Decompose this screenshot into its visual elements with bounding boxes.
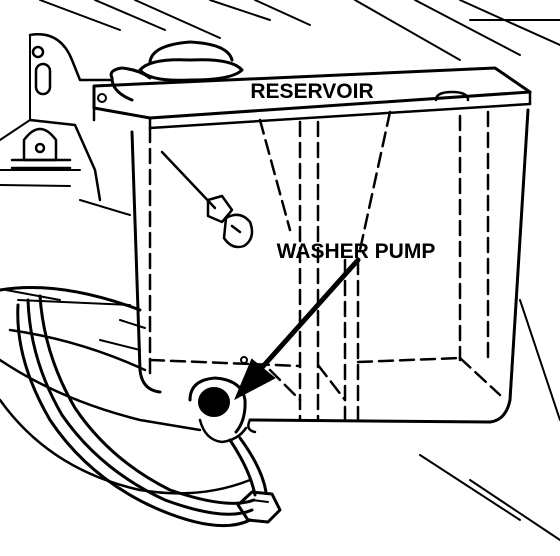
inner-fender	[0, 33, 252, 495]
arrow-head	[233, 358, 276, 401]
washer-pump	[188, 376, 282, 524]
washer-pump-leader-arrow	[233, 257, 361, 401]
washer-pump-outlet	[198, 387, 230, 417]
body-panel-lines	[0, 0, 560, 541]
filler-cap	[109, 40, 244, 102]
reservoir-label: RESERVOIR	[250, 80, 373, 103]
mounting-bolt	[160, 150, 254, 249]
reservoir-tank	[92, 66, 532, 434]
washer-pump-label: WASHER PUMP	[277, 240, 436, 263]
hose-lines	[16, 294, 256, 528]
mounting-bracket	[10, 45, 72, 170]
